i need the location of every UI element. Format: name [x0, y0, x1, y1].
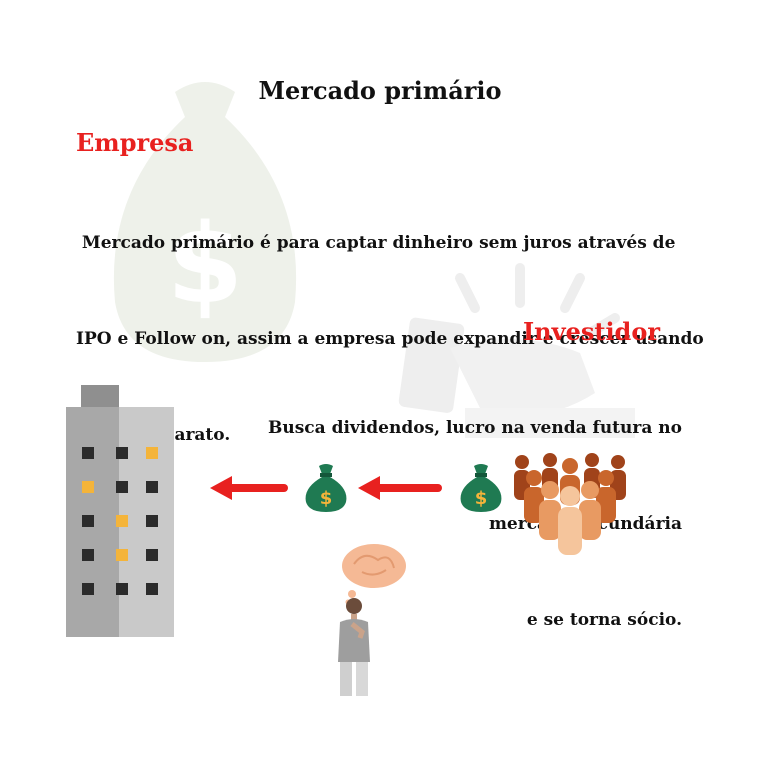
empresa-line: IPO e Follow on, assim a empresa pode ex… [76, 329, 704, 349]
empresa-text: Mercado primário é para captar dinheiro … [76, 163, 716, 483]
investidor-line: e se torna sócio. [526, 610, 682, 630]
money-bag-icon: $ [460, 464, 502, 512]
investidor-heading: Investidor [522, 317, 660, 346]
background-handshake-icon [398, 263, 635, 438]
investidor-text: Busca dividendos, lucro na venda futura … [222, 348, 682, 668]
empresa-line: Mercado primário é para captar dinheiro … [76, 233, 676, 253]
svg-text:$: $ [167, 200, 244, 328]
background-money-bag-icon: $ [113, 82, 297, 362]
left-arrow-icon [358, 476, 442, 500]
empresa-heading: Empresa [76, 128, 194, 157]
money-bag-symbol: $ [320, 488, 333, 509]
page-title: Mercado primário [258, 76, 502, 105]
thinking-person-icon [338, 544, 406, 696]
building-icon [66, 385, 174, 637]
people-group-icon [514, 453, 626, 555]
left-arrow-icon [210, 476, 288, 500]
investidor-line: Busca dividendos, lucro na venda futura … [268, 418, 682, 438]
money-bag-symbol: $ [475, 488, 488, 509]
money-bag-icon: $ [305, 464, 347, 512]
